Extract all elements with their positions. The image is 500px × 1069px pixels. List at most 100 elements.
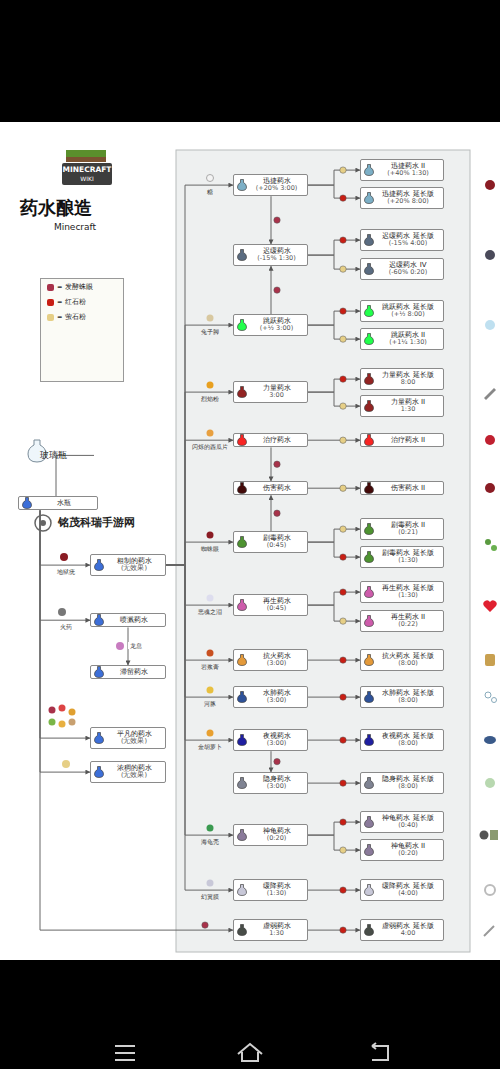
potion-effect: (+20% 8:00): [376, 198, 440, 206]
potion-icon: [364, 777, 374, 789]
potion-box: 抗火药水(3:00): [233, 649, 308, 671]
potion-name: 虚弱药水: [249, 922, 304, 930]
potion-effect: (无效果): [106, 565, 162, 573]
diagram-title: 药水酿造: [20, 196, 92, 220]
brew-arrow: [308, 592, 360, 605]
potion-icon: [237, 777, 247, 789]
potion-box: 虚弱药水 延长版4:00: [360, 919, 444, 941]
ingredient-label: 火药: [44, 623, 88, 630]
ingredient-dot: [340, 819, 346, 825]
potion-effect: (1:30): [249, 890, 304, 898]
potion-name: 抗火药水 延长版: [376, 652, 440, 660]
potion-name: 缓降药水: [249, 882, 304, 890]
potion-icon: [94, 766, 104, 778]
potion-name: 迅捷药水 II: [376, 162, 440, 170]
ingredient-dot: [340, 618, 346, 624]
ingredient-label: 海龟壳: [188, 838, 232, 845]
potion-name: 缓降药水 延长版: [376, 882, 440, 890]
potion-box: 迟缓药水(-15% 1:30): [233, 244, 308, 266]
potion-icon: [364, 434, 374, 446]
potion-name: 玻璃瓶: [40, 450, 92, 461]
brew-arrow: [308, 697, 360, 698]
brew-arrow: [308, 542, 360, 557]
potion-effect: (0:22): [376, 621, 440, 629]
ingredient-dot: [340, 780, 346, 786]
potion-name: 夜视药水 延长版: [376, 732, 440, 740]
ingredient-label: 恶魂之泪: [188, 608, 232, 615]
brew-arrow: [166, 325, 233, 565]
potion-icon: [237, 249, 247, 261]
brew-arrow: [271, 266, 272, 314]
potion-name: 迟缓药水: [249, 247, 304, 255]
logo-text: MINECRAFT: [62, 165, 112, 174]
legend-swatch: [47, 284, 54, 291]
potion-icon: [364, 400, 374, 412]
potion-box: 平凡的药水(无效果): [90, 727, 166, 749]
potion-name: 浓稠的药水: [106, 764, 162, 772]
potion-name: 力量药水: [249, 384, 304, 392]
ingredient-label: 幻翼膜: [188, 893, 232, 900]
potion-icon: [364, 924, 374, 936]
potion-box: 迅捷药水 II(+40% 1:30): [360, 159, 444, 181]
potion-box: 剧毒药水(0:45): [233, 531, 308, 553]
potion-name: 虚弱药水 延长版: [376, 922, 440, 930]
ingredient-label: 岩浆膏: [188, 663, 232, 670]
potion-effect: 3:00: [249, 392, 304, 400]
potion-effect: (0:45): [249, 605, 304, 613]
potion-name: 治疗药水 II: [376, 436, 440, 444]
potion-box: 夜视药水(3:00): [233, 729, 308, 751]
potion-box: 夜视药水 延长版(8:00): [360, 729, 444, 751]
brew-arrow: [308, 392, 360, 406]
potion-effect: (8:00): [376, 697, 440, 705]
ingredient-dot: [274, 461, 280, 467]
brew-arrow: [166, 565, 233, 890]
potion-icon: [94, 614, 104, 626]
brew-arrow: [166, 565, 233, 835]
potion-icon: [364, 551, 374, 563]
potion-icon: [237, 482, 247, 494]
potion-effect: 8:00: [376, 379, 440, 387]
potion-name: 再生药水 II: [376, 613, 440, 621]
potion-icon: [237, 434, 247, 446]
potion-box: 水肺药水 延长版(8:00): [360, 686, 444, 708]
potion-icon: [237, 536, 247, 548]
potion-name: 迅捷药水: [249, 177, 304, 185]
brew-arrow: [308, 488, 360, 489]
ingredient-dot: [340, 266, 346, 272]
potion-box: 隐身药水(3:00): [233, 772, 308, 794]
brew-arrow: [40, 510, 90, 738]
brew-arrow: [166, 565, 233, 740]
potion-icon: [364, 263, 374, 275]
ingredient-label: 金胡萝卜: [188, 743, 232, 750]
potion-name: 力量药水 延长版: [376, 371, 440, 379]
potion-effect: (0:20): [376, 850, 440, 858]
potion-box: 跳跃药水 延长版(+½ 8:00): [360, 300, 444, 322]
ingredient-dot: [340, 927, 346, 933]
potion-box: 神龟药水(0:20): [233, 824, 308, 846]
legend-text: = 萤石粉: [57, 313, 86, 322]
potion-icon: [22, 497, 32, 509]
ingredient-label: 闪烁的西瓜片: [188, 443, 232, 450]
potion-icon: [364, 305, 374, 317]
ingredient-label: 糖: [188, 188, 232, 195]
potion-name: 粗制的药水: [106, 557, 162, 565]
ingredient-dot: [202, 922, 208, 928]
potion-effect: (1:30): [376, 592, 440, 600]
brew-arrow: [166, 565, 233, 605]
potion-name: 隐身药水 延长版: [376, 775, 440, 783]
potion-box: 水瓶: [18, 496, 98, 510]
brew-arrow: [308, 255, 360, 269]
potion-box: 滞留药水: [90, 665, 166, 679]
potion-icon: [364, 482, 374, 494]
potion-box: 迅捷药水 延长版(+20% 8:00): [360, 187, 444, 209]
potion-effect: (-15% 4:00): [376, 240, 440, 248]
watermark: 铭茂科瑞手游网: [56, 516, 137, 529]
ingredient-dot: [340, 589, 346, 595]
logo-text: WIKI: [62, 175, 112, 182]
potion-box: 浓稠的药水(无效果): [90, 761, 166, 783]
potion-box: 虚弱药水1:30: [233, 919, 308, 941]
ingredient-dot: [340, 237, 346, 243]
potion-effect: (+½ 8:00): [376, 311, 440, 319]
potion-icon: [237, 654, 247, 666]
brew-arrow: [271, 495, 272, 531]
